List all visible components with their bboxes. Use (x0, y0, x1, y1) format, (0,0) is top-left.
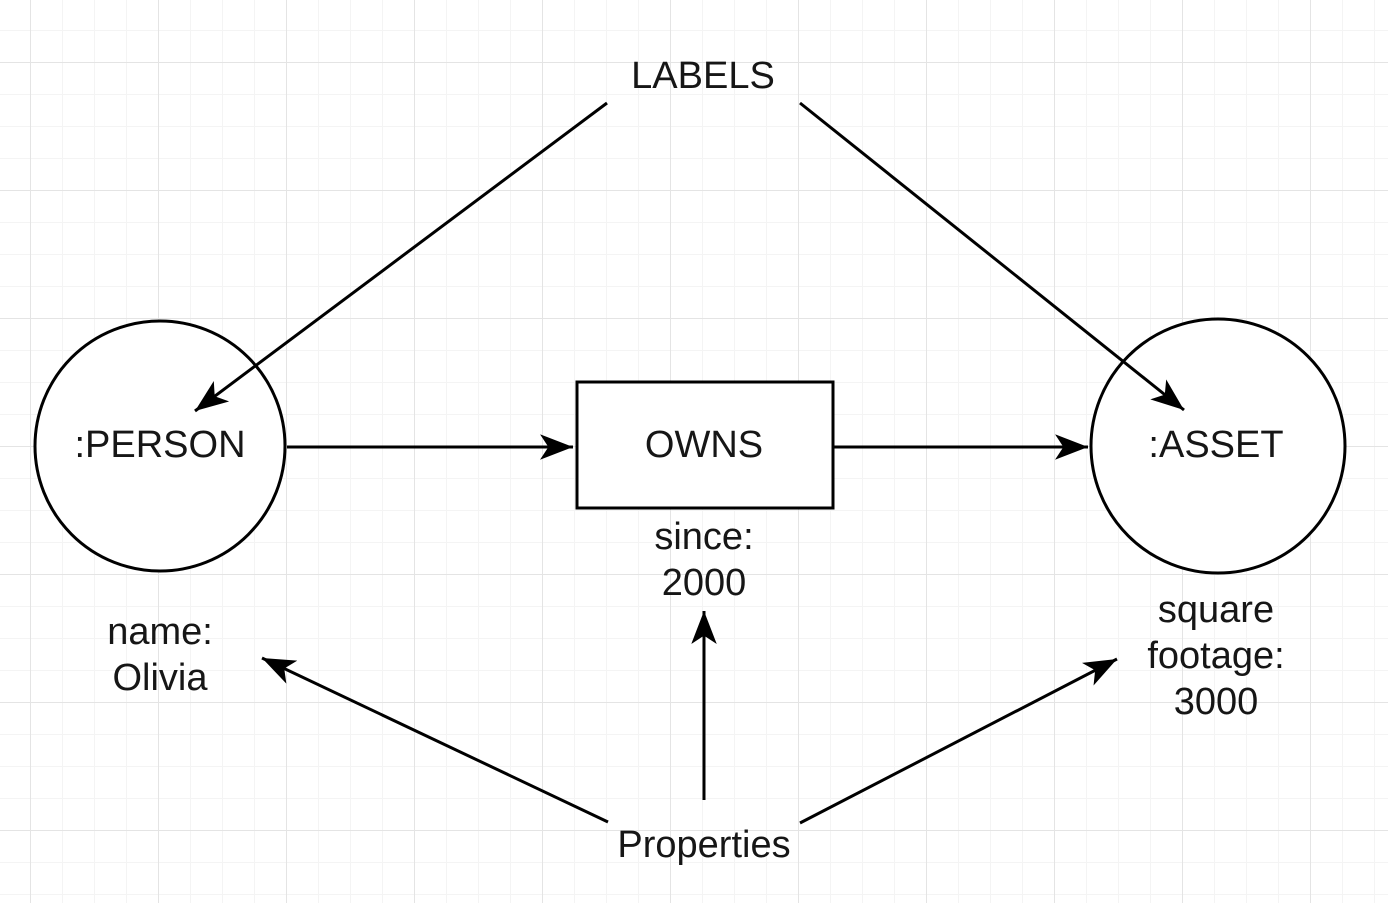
owns-relationship-label: OWNS (644, 424, 764, 466)
labels-annotation: LABELS (631, 55, 775, 97)
properties-arrow-to-square-footage (799, 657, 1118, 825)
relationship-property-text: since: 2000 (654, 516, 754, 604)
asset-node-label: :ASSET (1148, 424, 1284, 466)
person-node-label: :PERSON (74, 424, 246, 466)
owns-relationship-box (575, 380, 835, 510)
labels-arrow-to-asset (799, 101, 1185, 412)
properties-arrow-to-name (261, 656, 609, 824)
properties-annotation: Properties (617, 824, 791, 866)
person-property-text: name: Olivia (107, 611, 213, 699)
asset-property-text: square footage: 3000 (1147, 589, 1285, 723)
labels-arrow-to-person (194, 101, 608, 413)
